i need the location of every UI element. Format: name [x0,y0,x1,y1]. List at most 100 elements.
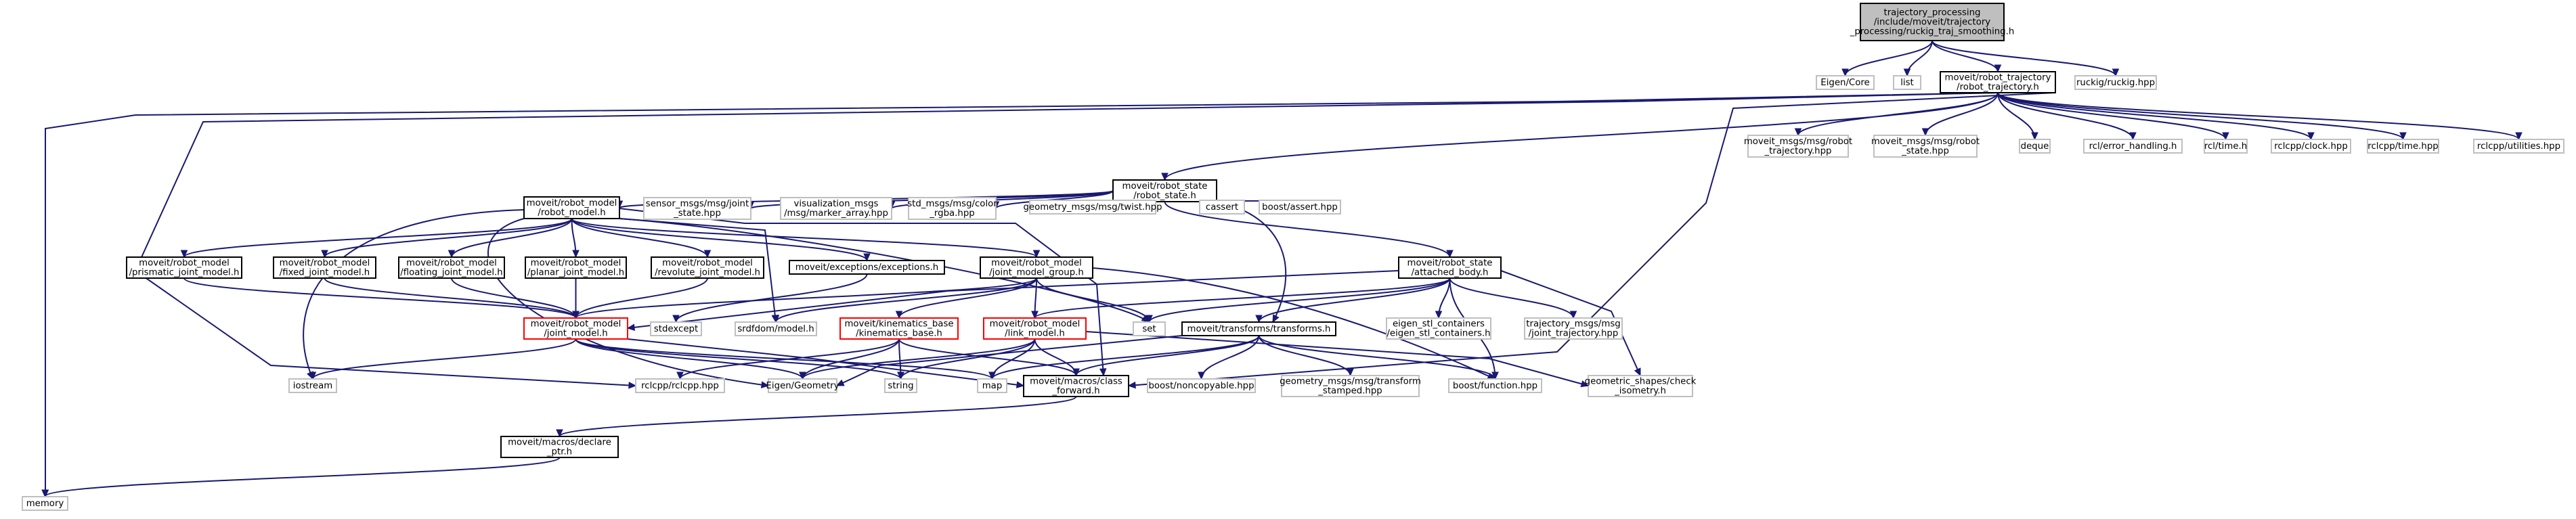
node-revolute[interactable]: moveit/robot_model/revolute_joint_model.… [651,256,764,279]
edge-arrowhead [1145,315,1153,323]
node-label-line: ruckig/ruckig.hpp [2076,78,2155,88]
edge-robot-state-to-viz-msgs [891,190,1114,209]
node-floating[interactable]: moveit/robot_model/floating_joint_model.… [398,256,505,279]
edge-jmg-to-joint-model [575,277,1037,319]
node-box [1524,317,1623,340]
node-box [983,317,1087,340]
edge-arrowhead [1161,173,1169,181]
edge-joint-model-to-eigen-geometry [575,338,804,380]
edge-arrowhead [1198,371,1205,380]
node-geo-shapes: geometric_shapes/check_isometry.h [1585,375,1697,397]
node-fixed[interactable]: moveit/robot_model/fixed_joint_model.h [273,256,376,279]
node-label-line: /include/moveit/trajectory [1874,18,1990,28]
node-joint-model[interactable]: moveit/robot_model/joint_model.h [523,317,628,340]
node-class-forward[interactable]: moveit/macros/class_forward.h [1023,375,1129,397]
edge-attached-body-to-geo-shapes [1500,270,1641,376]
edge-transforms-to-eigen-geometry [836,335,1183,386]
node-sensor-msgs: sensor_msgs/msg/joint_state.hpp [643,197,751,220]
node-root[interactable]: trajectory_processing/include/moveit/tra… [1850,3,2015,41]
node-box [1940,71,2056,93]
node-attached-body[interactable]: moveit/robot_state/attached_body.h [1398,256,1502,279]
node-stdexcept: stdexcept [650,321,702,336]
edge-arrowhead [897,371,904,380]
node-geo-transform: geometry_msgs/msg/transform_stamped.hpp [1280,375,1421,397]
edge-robot-trajectory-to-rcl-error [1997,92,2134,140]
node-memory: memory [22,496,68,511]
edge-fixed-to-joint-model [324,277,577,319]
node-label-line: moveit/robot_model [531,258,621,269]
edge-robot-state-to-attached-body [1164,201,1451,258]
node-label-line: moveit/kinematics_base [844,319,953,330]
node-robot-trajectory[interactable]: moveit/robot_trajectory/robot_trajectory… [1940,71,2056,93]
edge-robot-trajectory-to-rclcpp-utilities [1997,92,2520,140]
edge-root-to-eigen-core [1844,40,1933,76]
edge-arrowhead [556,429,563,438]
edge-joint-model-to-iostream [312,338,577,380]
node-srdfdom: srdfdom/model.h [735,321,817,336]
edge-arrowhead [703,250,712,258]
node-box [1147,378,1256,393]
node-label-line: boost/function.hpp [1453,381,1537,391]
edge-arrowhead [2399,132,2407,141]
node-box [635,378,725,393]
node-label-line: sensor_msgs/msg/joint [646,199,749,209]
node-eigen-geometry: Eigen/Geometry [766,378,839,393]
edge-arrowhead [835,379,845,386]
node-label-line: Eigen/Geometry [766,381,839,391]
node-prismatic[interactable]: moveit/robot_model/prismatic_joint_model… [126,256,242,279]
edge-robot-trajectory-to-rclcpp-clock [1997,92,2312,140]
edge-robot-trajectory-to-memory [45,92,1999,497]
node-traj-msgs: trajectory_msgs/msg/joint_trajectory.hpp [1524,317,1623,340]
node-box [1398,256,1502,279]
node-list: list [1893,75,1921,90]
edge-robot-trajectory-to-rcl-time [1997,92,2227,140]
node-box [2074,75,2157,90]
edge-arrowhead [1580,380,1590,388]
node-eigen-stl: eigen_stl_containers/eigen_stl_container… [1386,317,1491,340]
edge-arrowhead [41,489,49,498]
node-exceptions[interactable]: moveit/exceptions/exceptions.h [789,260,945,275]
node-planar[interactable]: moveit/robot_model/planar_joint_model.h [525,256,627,279]
edge-layer [41,40,2523,498]
edge-arrowhead [2129,132,2137,141]
node-box [22,496,68,511]
node-link-model[interactable]: moveit/robot_model/link_model.h [983,317,1087,340]
node-declare-ptr[interactable]: moveit/macros/declare_ptr.h [500,436,619,458]
node-box [735,321,817,336]
node-kinematics-base[interactable]: moveit/kinematics_base/kinematics_base.h [839,317,959,340]
node-box [398,256,505,279]
edge-arrowhead [2222,132,2229,141]
node-transforms[interactable]: moveit/transforms/transforms.h [1181,321,1336,336]
node-box [523,317,628,340]
node-box [523,196,620,219]
node-rclcpp-utilities: rclcpp/utilities.hpp [2473,139,2564,154]
node-label-line: moveit_msgs/msg/robot [1871,137,1980,147]
edge-prismatic-to-joint-model [183,277,577,319]
node-label-line: /eigen_stl_containers.h [1387,329,1490,339]
node-label-line: moveit/robot_model [662,258,753,269]
edge-attached-body-to-link-model [1034,277,1451,319]
edge-transforms-to-class-forward [1075,335,1260,376]
node-label-line: list [1900,78,1914,88]
edge-arrowhead [1903,68,1911,77]
node-rcl-time: rcl/time.h [2204,139,2248,154]
edge-robot-model-to-exceptions [571,218,868,261]
node-label-line: rclcpp/clock.hpp [2274,141,2348,152]
edge-kinematics-base-to-rclcpp [679,338,900,380]
node-robot-state[interactable]: moveit/robot_state/robot_state.h [1112,179,1217,202]
edge-joint-model-to-string [575,338,902,380]
node-jmg[interactable]: moveit/robot_model/joint_model_group.h [980,256,1093,279]
node-robot-model[interactable]: moveit/robot_model/robot_model.h [523,196,620,219]
node-label-line: /revolute_joint_model.h [655,268,760,278]
node-label-line: geometric_shapes/check [1585,377,1697,387]
edge-exceptions-to-stdexcept [675,273,868,323]
node-label-line: _state.hpp [1901,146,1949,156]
node-label-line: rclcpp/time.hpp [2367,141,2438,152]
edge-jmg-to-set [1036,277,1150,323]
edge-arrowhead [895,311,903,319]
edge-arrowhead [1032,250,1041,258]
node-geo-twist: geometry_msgs/msg/twist.hpp [1023,200,1162,215]
node-label-line: eigen_stl_containers [1393,319,1485,330]
node-box [789,260,945,275]
